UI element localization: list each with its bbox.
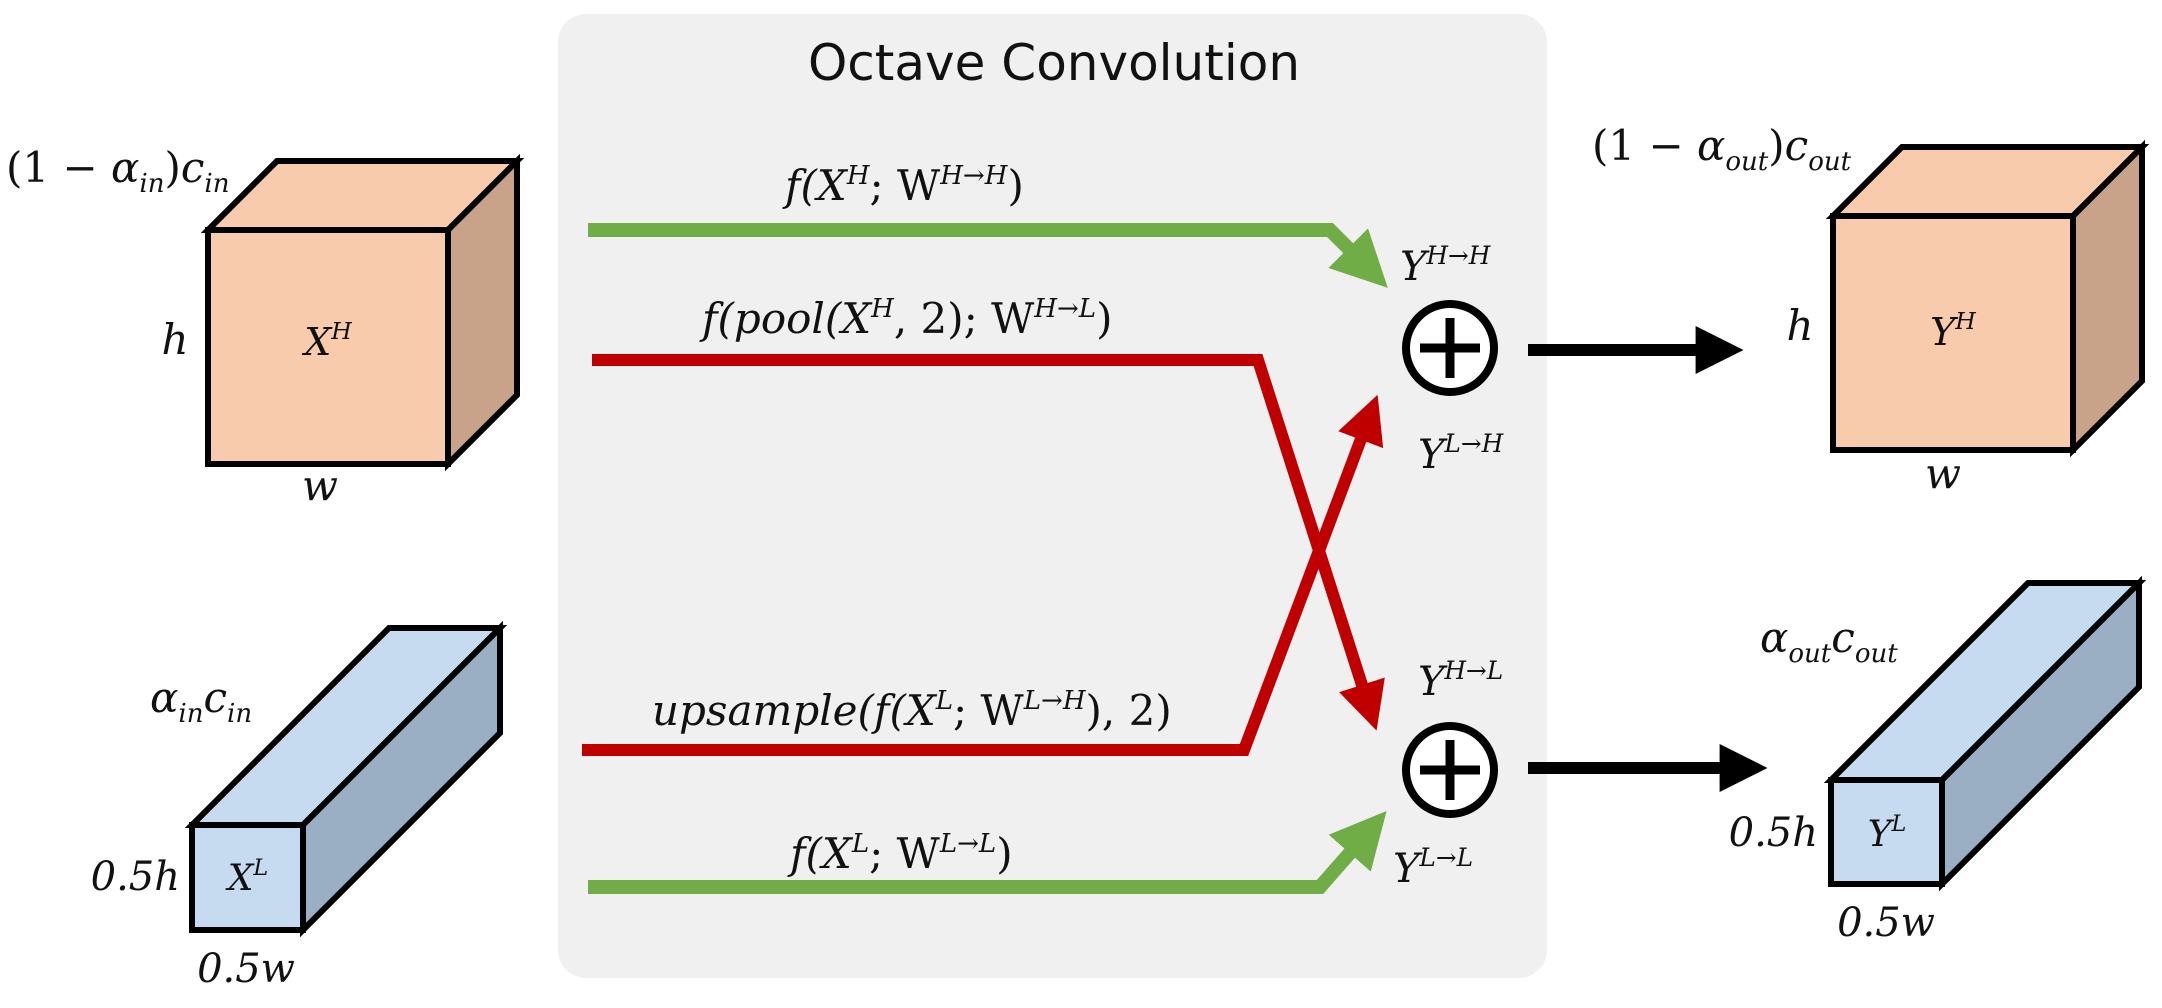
output-high-front-face xyxy=(1830,213,2076,453)
input-low-channels-label: αincin xyxy=(150,673,252,729)
path-high-to-low-label: f(pool(XH, 2); WH→L) xyxy=(699,294,1113,343)
panel-title: Octave Convolution xyxy=(808,34,1300,92)
path-high-to-high-arrow xyxy=(588,223,1388,288)
sum-node-low-icon xyxy=(1402,722,1498,818)
output-high-frequency-tensor xyxy=(1825,139,2150,458)
input-high-width-label: w xyxy=(302,461,338,510)
path-low-to-low-label: f(XL; WL→L) xyxy=(787,829,1013,878)
input-high-front-face xyxy=(205,227,451,467)
partial-low-to-high-label: YL→H xyxy=(1418,429,1505,478)
path-high-to-low-arrow xyxy=(592,354,1385,731)
partial-high-to-low-label: YH→L xyxy=(1418,656,1503,705)
input-high-channels-label: (1 − αin)cin xyxy=(6,143,229,199)
output-high-height-label: h xyxy=(1786,301,1813,350)
output-low-frequency-tensor xyxy=(1823,575,2147,892)
path-high-to-high-label: f(XH; WH→H) xyxy=(782,161,1024,210)
input-low-name: XL xyxy=(225,855,268,899)
sum-node-high-icon xyxy=(1402,300,1498,396)
path-low-to-high-label: upsample(f(XL; WL→H), 2) xyxy=(652,686,1172,735)
octave-convolution-panel xyxy=(558,14,1547,978)
path-low-to-low-arrow xyxy=(588,811,1387,894)
input-low-frequency-tensor xyxy=(184,620,508,938)
input-low-width-label: 0.5w xyxy=(197,946,295,992)
input-low-height-label: 0.5h xyxy=(91,854,180,900)
output-high-name: YH xyxy=(1930,307,1976,354)
output-low-channels-label: αoutcout xyxy=(1760,613,1898,669)
output-high-channels-label: (1 − αout)cout xyxy=(1592,121,1852,177)
output-low-width-label: 0.5w xyxy=(1837,900,1935,946)
partial-high-to-high-label: YH→H xyxy=(1400,241,1492,290)
output-high-width-label: w xyxy=(1925,449,1961,498)
input-high-name: XH xyxy=(301,317,352,364)
input-low-front-face xyxy=(189,822,306,933)
path-low-to-high-arrow xyxy=(582,394,1384,756)
output-low-front-face xyxy=(1828,777,1945,887)
partial-low-to-low-label: YL→L xyxy=(1393,843,1473,892)
output-low-height-label: 0.5h xyxy=(1729,810,1818,856)
input-high-frequency-tensor xyxy=(200,153,525,472)
output-low-name: YL xyxy=(1868,811,1907,855)
input-high-height-label: h xyxy=(161,315,188,364)
